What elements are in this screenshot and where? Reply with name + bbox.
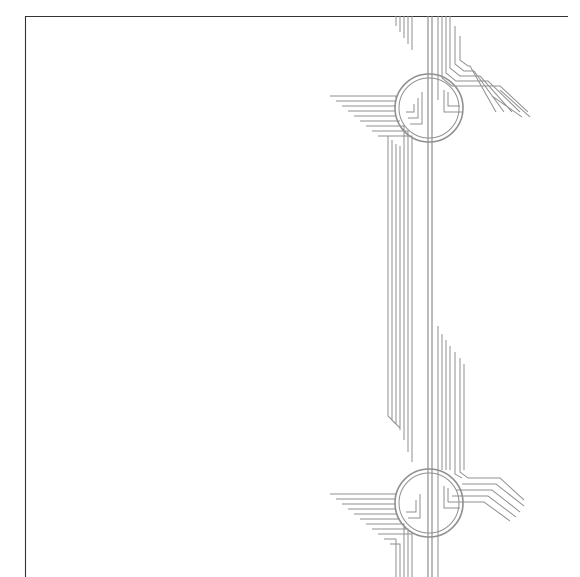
central-vertical-line [427, 16, 433, 577]
lower-left-wing-lines [330, 493, 413, 577]
left-vertical-bundle [387, 136, 413, 462]
upper-left-wing-lines [330, 95, 413, 146]
upper-emblem [330, 16, 531, 146]
right-vertical-bundle [437, 326, 469, 500]
lower-emblem [330, 468, 525, 577]
upper-inner-corner-lines [406, 90, 462, 125]
lower-ring [394, 468, 464, 538]
lower-right-wing-lines [448, 477, 525, 522]
upper-ring [394, 73, 464, 143]
lower-inner-corner-lines [406, 484, 460, 577]
page-border [24, 15, 568, 577]
top-left-stub-lines [395, 16, 413, 50]
upper-right-stepped-lines [437, 16, 531, 118]
